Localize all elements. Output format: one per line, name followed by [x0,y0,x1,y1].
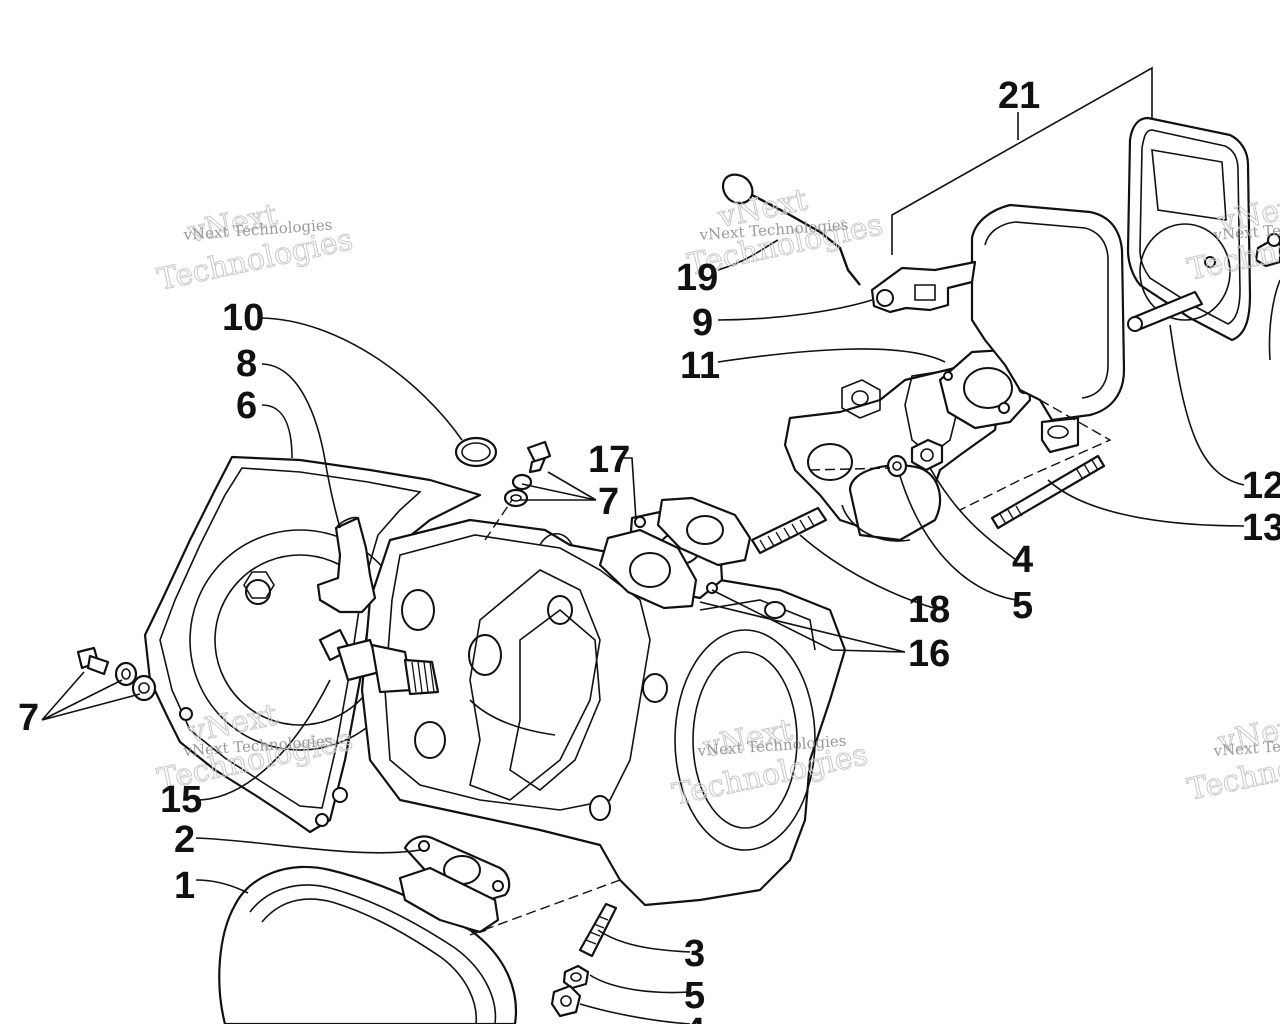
callout-4-bottom: 4 [684,1011,705,1024]
part-1-flange [398,866,500,934]
callout-17: 17 [588,439,630,481]
part-5-washer-bottom [562,964,590,990]
callout-21: 21 [998,75,1040,117]
part-9-bracket [870,260,977,314]
callout-19: 19 [676,257,718,299]
part-10-cap [454,436,498,468]
part-21-air-cleaner [970,203,1126,454]
callout-7-left: 7 [18,697,39,739]
callout-1: 1 [174,865,195,907]
callout-16: 16 [908,633,950,675]
engine-block [360,518,847,907]
edge-parts [1254,233,1280,361]
part-4-5-nut-washer [886,438,944,478]
part-18-stud [750,506,828,555]
callout-9: 9 [692,302,713,344]
part-15-spark-plug [318,628,440,696]
callout-11: 11 [680,345,720,387]
part-19-wire-clip [721,173,861,286]
part-12-filter-cover [1126,116,1252,342]
part-6-blower-housing [143,455,482,834]
leader-lines [41,66,1245,1024]
callout-12: 12 [1242,465,1280,507]
callout-13: 13 [1242,507,1280,549]
callout-5-right: 5 [1012,585,1033,627]
callout-7-upper: 7 [598,481,619,523]
part-7-left-screw-washers [76,646,157,702]
callout-4-right: 4 [1012,539,1033,581]
callout-5-bottom: 5 [684,975,705,1017]
part-7-upper-screw-washers [503,440,552,508]
callout-10: 10 [222,297,264,339]
alignment-lines [469,399,1112,936]
callout-15: 15 [160,779,202,821]
callout-3: 3 [684,933,705,975]
callouts: 21 19 9 11 10 8 6 17 7 7 12 13 4 5 18 16… [18,75,1280,1024]
part-8-elbow [316,516,377,614]
callout-8: 8 [236,343,257,385]
callout-18: 18 [908,589,950,631]
part-13-stud [990,454,1106,530]
part-4-nut-bottom [550,984,582,1018]
part-16-gaskets [598,496,752,610]
callout-6: 6 [236,385,257,427]
callout-2: 2 [174,819,195,861]
